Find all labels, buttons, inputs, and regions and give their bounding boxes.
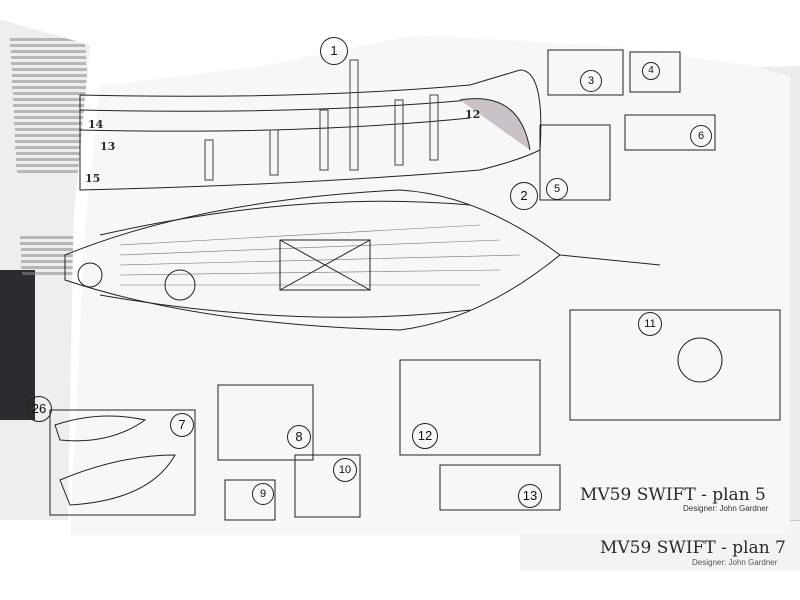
deck-planks: [119, 224, 521, 286]
instruction-text-line: [21, 266, 90, 269]
gunports: [204, 59, 439, 181]
instruction-text-line: [13, 116, 89, 119]
detail-number-8: 8: [287, 425, 311, 449]
instruction-text-line: [16, 158, 90, 161]
instruction-text-line: [12, 86, 88, 89]
instruction-text-line: [10, 56, 86, 59]
detail-number-3: 3: [580, 70, 602, 92]
instruction-text-line: [16, 164, 90, 167]
instruction-text-line: [13, 104, 89, 107]
detail-number-11: 11: [638, 312, 662, 336]
left-photo-strip: [0, 270, 35, 420]
instruction-text-line: [15, 152, 90, 155]
instruction-text-line: [14, 128, 90, 131]
instruction-text-line: [13, 98, 88, 101]
detail-box-8: [217, 384, 314, 461]
hull-profile: [79, 69, 542, 191]
deck-plan: [64, 189, 561, 331]
detail-number-26: 26: [26, 396, 52, 422]
detail-number-1: 1: [320, 37, 348, 65]
detail-box-6: [624, 114, 716, 151]
detail-number-7: 7: [170, 413, 194, 437]
detail-number-10: 10: [333, 458, 357, 482]
instruction-text-line: [16, 170, 90, 173]
instruction-text-line: [15, 146, 90, 149]
instruction-text-line: [14, 134, 90, 137]
instruction-text-line: [21, 272, 90, 275]
detail-box-5: [539, 124, 611, 201]
hull-label-12: 12: [465, 108, 481, 121]
instruction-text-line: [15, 140, 90, 143]
detail-box-3: [547, 49, 624, 96]
underlying-plan-title: MV59 SWIFT - plan 7: [600, 538, 786, 558]
instruction-text-line: [20, 248, 90, 251]
hull-label-14: 14: [88, 118, 104, 131]
detail-box-4: [629, 51, 681, 93]
instruction-text-line: [11, 68, 87, 71]
instruction-text-line: [11, 62, 87, 65]
instruction-text-line: [10, 50, 86, 53]
instruction-text-line: [10, 44, 86, 47]
detail-number-5: 5: [546, 178, 568, 200]
underlying-plan-designer: Designer: John Gardner: [692, 558, 778, 567]
plan-title: MV59 SWIFT - plan 5: [580, 485, 766, 505]
detail-number-9: 9: [252, 483, 274, 505]
detail-box-12: [399, 359, 541, 456]
detail-box-13: [439, 464, 561, 511]
detail-number-12: 12: [412, 423, 438, 449]
instruction-text-line: [19, 236, 90, 239]
detail-box-9: [224, 479, 276, 521]
detail-number-6: 6: [690, 125, 712, 147]
instruction-text-line: [14, 122, 90, 125]
detail-box-11: [569, 309, 781, 421]
hull-label-15: 15: [85, 172, 101, 185]
plan-designer: Designer: John Gardner: [683, 504, 769, 513]
hull-label-13: 13: [100, 140, 116, 153]
detail-number-2: 2: [510, 182, 538, 210]
instruction-text-line: [13, 110, 89, 113]
detail-number-4: 4: [642, 62, 660, 80]
detail-box-7: [49, 409, 196, 516]
instruction-text-line: [21, 260, 90, 263]
detail-box-10: [294, 454, 361, 518]
instruction-text-line: [20, 242, 90, 245]
instruction-text-line: [11, 74, 87, 77]
instruction-text-line: [20, 254, 90, 257]
detail-number-13: 13: [518, 484, 542, 508]
instruction-text-line: [12, 80, 88, 83]
instruction-text-line: [12, 92, 88, 95]
instruction-text-line: [10, 38, 85, 41]
